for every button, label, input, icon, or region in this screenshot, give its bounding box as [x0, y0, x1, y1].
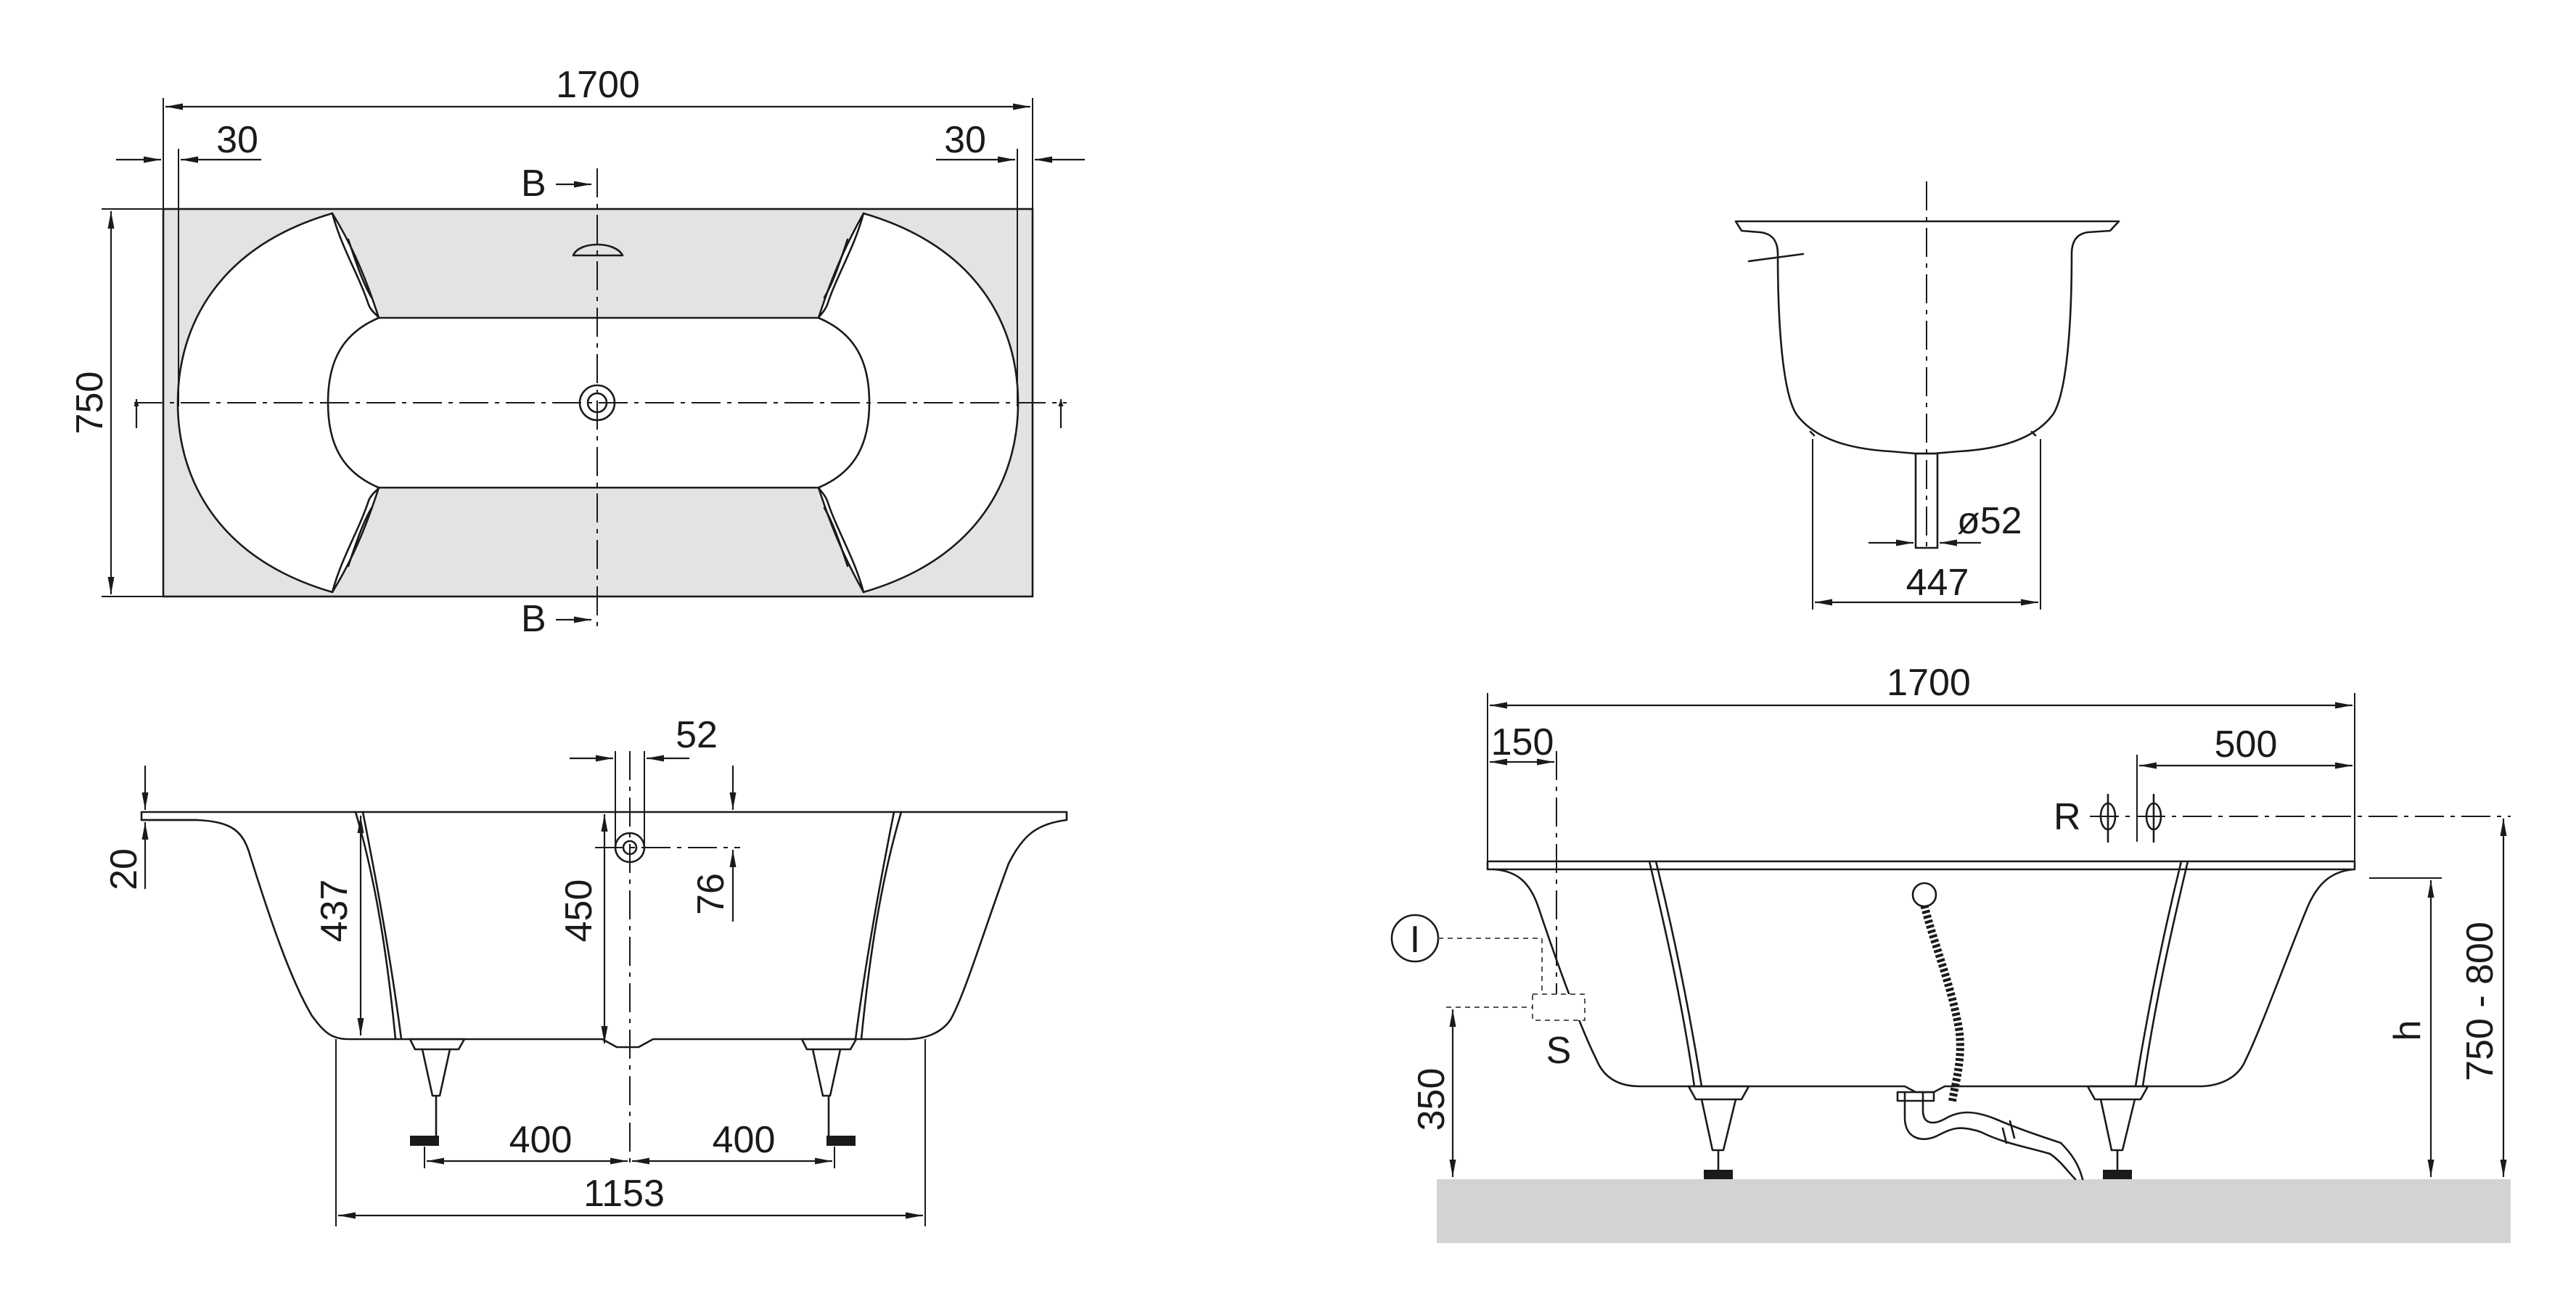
side-base-length-label: 1153 [583, 1173, 665, 1215]
side-foot-right [800, 1038, 858, 1146]
install-height-range-label: 750 - 800 [2459, 922, 2501, 1081]
install-backrest-lines [1648, 860, 2189, 1088]
side-foot-right-label: 400 [713, 1119, 776, 1161]
install-fitting-right-icon [2145, 793, 2162, 843]
side-foot-left [409, 1038, 466, 1146]
side-backrest-lines [354, 811, 903, 1041]
plan-view: 1700 30 30 750 B B [69, 64, 1085, 640]
install-foot-right [2086, 1085, 2149, 1179]
end-drain-dia-label: ø52 [1957, 500, 2022, 542]
end-base-width-label: 447 [1906, 562, 1969, 604]
install-offset-150-label: 150 [1491, 721, 1554, 763]
plan-overflow [572, 243, 624, 257]
plan-length-label: 1700 [556, 64, 640, 106]
install-tub-body [1486, 860, 2356, 1094]
install-length-label: 1700 [1887, 662, 1971, 704]
side-section: 52 20 437 450 76 400 400 1153 [103, 714, 1068, 1226]
end-section: ø52 447 [1734, 181, 2120, 610]
install-foot-left [1687, 1085, 1750, 1179]
install-h-label: h [2387, 1020, 2429, 1041]
side-depth-437-label: 437 [313, 880, 356, 943]
side-overflow-dia-label: 52 [676, 714, 718, 756]
plan-section-b-bottom: B [521, 598, 546, 640]
install-fitting-left-icon [2099, 793, 2117, 843]
install-s-label: S [1546, 1030, 1572, 1072]
install-offset-500-label: 500 [2215, 723, 2278, 766]
plan-width-label: 750 [69, 372, 111, 435]
plan-left-rim-label: 30 [216, 119, 258, 161]
plan-right-rim-label: 30 [944, 119, 986, 161]
install-i-label: I [1410, 919, 1420, 961]
side-depth-450-label: 450 [558, 880, 600, 943]
install-350-label: 350 [1411, 1068, 1453, 1131]
plan-section-b-top: B [521, 163, 546, 205]
side-foot-left-label: 400 [509, 1119, 573, 1161]
plan-backrest-contours [331, 212, 865, 594]
install-r-label: R [2054, 796, 2081, 838]
side-overflow-height-label: 76 [690, 873, 732, 915]
install-view: 1700 150 500 R I S 350 h [1390, 662, 2511, 1243]
install-s-box [1532, 993, 1586, 1021]
install-hose [1920, 904, 1964, 1104]
install-siphon [1903, 1091, 2084, 1181]
side-rim-label: 20 [103, 848, 145, 890]
install-floor [1437, 1179, 2511, 1243]
